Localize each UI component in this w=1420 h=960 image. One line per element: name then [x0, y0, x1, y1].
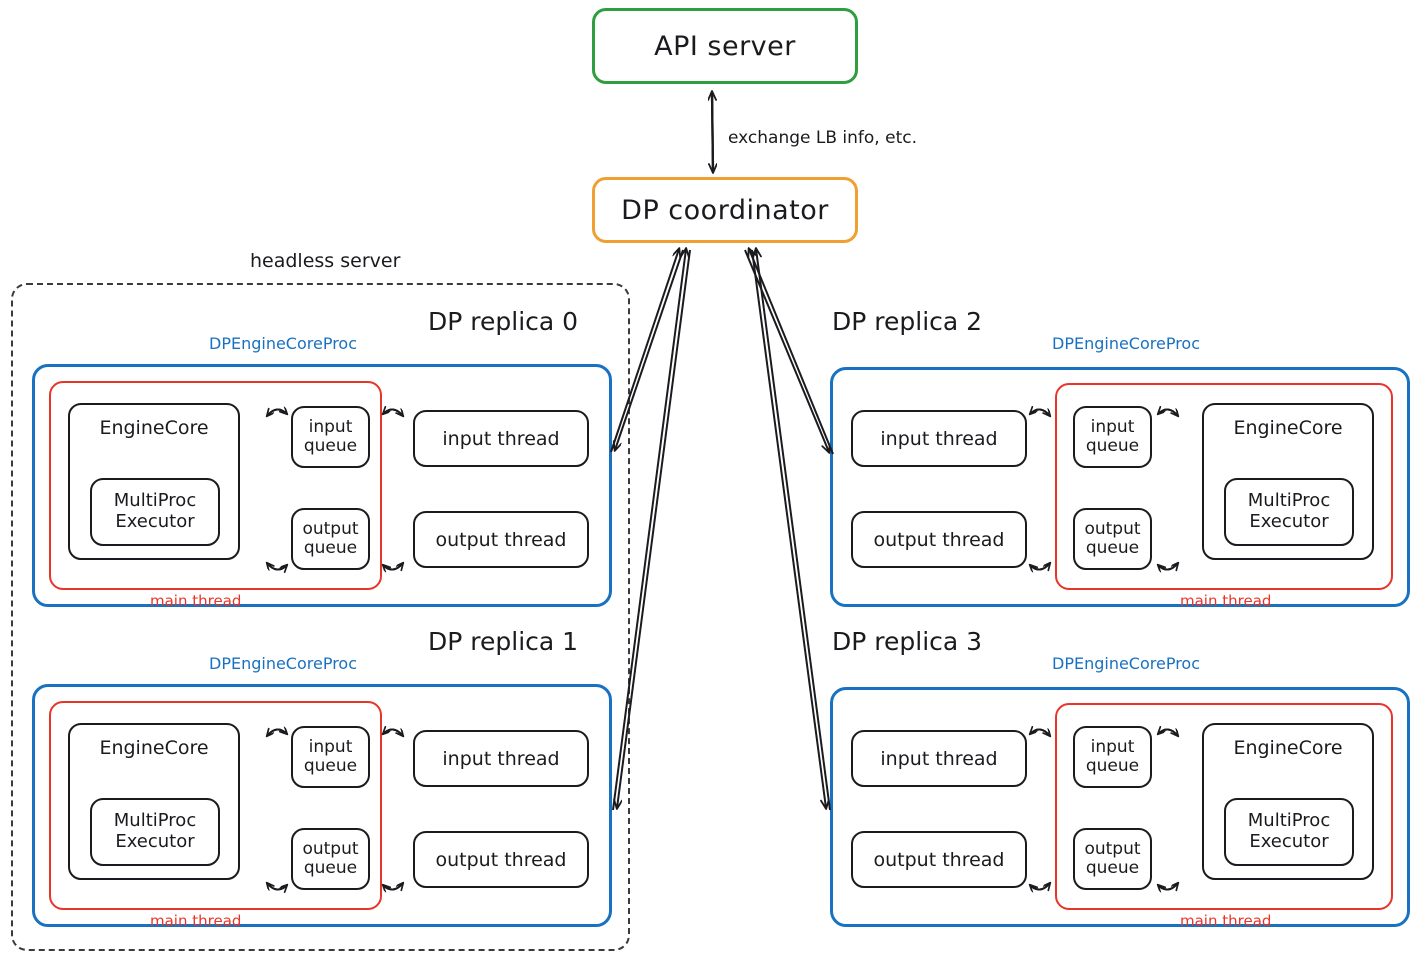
- arrow-coordinator-replica-3: [751, 249, 831, 811]
- multiproc-executor-label: MultiProc Executor: [1247, 810, 1331, 852]
- input-thread-label: input thread: [880, 747, 998, 770]
- dp-replica-2-output-queue[interactable]: output queue: [1073, 508, 1152, 570]
- dp-replica-0-title: DP replica 0: [428, 307, 579, 336]
- engine-core-label: EngineCore: [99, 417, 209, 439]
- input-thread-label: input thread: [442, 427, 560, 450]
- dp-replica-1-output-queue[interactable]: output queue: [291, 828, 370, 890]
- dp-replica-0-input-queue[interactable]: input queue: [291, 406, 370, 468]
- dp-replica-1-output-thread[interactable]: output thread: [413, 831, 589, 888]
- dp-replica-2-proc-box: [830, 367, 1410, 607]
- dp-replica-1-main-thread-box: [49, 701, 382, 910]
- api-server-label: API server: [654, 30, 796, 62]
- dp-replica-0-input-thread[interactable]: input thread: [413, 410, 589, 467]
- output-queue-label: output queue: [302, 838, 359, 878]
- dp-coordinator-label: DP coordinator: [621, 194, 829, 226]
- output-thread-label: output thread: [873, 848, 1005, 871]
- dp-replica-2-input-thread[interactable]: input thread: [851, 410, 1027, 467]
- dp-replica-1-multiproc-executor[interactable]: MultiProc Executor: [90, 798, 220, 866]
- dp-replica-1-proc-box: [32, 684, 612, 927]
- input-queue-label: input queue: [1085, 416, 1140, 456]
- dp-replica-0-output-queue[interactable]: output queue: [291, 508, 370, 570]
- arrow-api-coordinator: [712, 92, 713, 172]
- dp-replica-3-main-thread-box: [1055, 703, 1393, 910]
- multiproc-executor-label: MultiProc Executor: [1247, 490, 1331, 532]
- output-queue-label: output queue: [1084, 838, 1141, 878]
- dp-replica-3-input-queue[interactable]: input queue: [1073, 726, 1152, 788]
- dp-coordinator-node[interactable]: DP coordinator: [592, 177, 858, 243]
- dp-replica-3-input-thread[interactable]: input thread: [851, 730, 1027, 787]
- engine-core-label: EngineCore: [99, 737, 209, 759]
- dp-replica-1-title: DP replica 1: [428, 627, 579, 656]
- exchange-info-label: exchange LB info, etc.: [728, 128, 917, 148]
- dp-replica-2-proc-label: DPEngineCoreProc: [1052, 334, 1201, 353]
- input-thread-label: input thread: [442, 747, 560, 770]
- multiproc-executor-label: MultiProc Executor: [113, 490, 197, 532]
- dp-replica-0-multiproc-executor[interactable]: MultiProc Executor: [90, 478, 220, 546]
- dp-replica-3-output-queue[interactable]: output queue: [1073, 828, 1152, 890]
- dp-replica-3-main-thread-label: main thread: [1180, 912, 1272, 930]
- output-thread-label: output thread: [435, 528, 567, 551]
- input-queue-label: input queue: [303, 416, 358, 456]
- dp-replica-2-title: DP replica 2: [832, 307, 983, 336]
- dp-replica-3-output-thread[interactable]: output thread: [851, 831, 1027, 888]
- dp-replica-3-title: DP replica 3: [832, 627, 983, 656]
- dp-replica-0-output-thread[interactable]: output thread: [413, 511, 589, 568]
- input-thread-label: input thread: [880, 427, 998, 450]
- dp-replica-2-main-thread-label: main thread: [1180, 592, 1272, 610]
- dp-replica-2-multiproc-executor[interactable]: MultiProc Executor: [1224, 478, 1354, 546]
- dp-replica-0-proc-box: [32, 364, 612, 607]
- output-queue-label: output queue: [1084, 518, 1141, 558]
- dp-replica-0-proc-label: DPEngineCoreProc: [209, 334, 358, 353]
- dp-replica-3-proc-box: [830, 687, 1410, 927]
- engine-core-label: EngineCore: [1233, 737, 1343, 759]
- dp-replica-0-main-thread-box: [49, 381, 382, 590]
- dp-replica-1-input-queue[interactable]: input queue: [291, 726, 370, 788]
- output-thread-label: output thread: [873, 528, 1005, 551]
- input-queue-label: input queue: [303, 736, 358, 776]
- api-server-node[interactable]: API server: [592, 8, 858, 84]
- output-thread-label: output thread: [435, 848, 567, 871]
- engine-core-label: EngineCore: [1233, 417, 1343, 439]
- dp-replica-1-main-thread-label: main thread: [150, 912, 242, 930]
- dp-replica-1-input-thread[interactable]: input thread: [413, 730, 589, 787]
- dp-replica-2-input-queue[interactable]: input queue: [1073, 406, 1152, 468]
- dp-replica-3-proc-label: DPEngineCoreProc: [1052, 654, 1201, 673]
- output-queue-label: output queue: [302, 518, 359, 558]
- dp-replica-2-main-thread-box: [1055, 383, 1393, 590]
- dp-replica-1-proc-label: DPEngineCoreProc: [209, 654, 358, 673]
- arrow-coordinator-replica-2: [744, 249, 834, 455]
- input-queue-label: input queue: [1085, 736, 1140, 776]
- dp-replica-3-multiproc-executor[interactable]: MultiProc Executor: [1224, 798, 1354, 866]
- multiproc-executor-label: MultiProc Executor: [113, 810, 197, 852]
- dp-replica-0-main-thread-label: main thread: [150, 592, 242, 610]
- dp-replica-2-output-thread[interactable]: output thread: [851, 511, 1027, 568]
- headless-server-label: headless server: [250, 250, 401, 272]
